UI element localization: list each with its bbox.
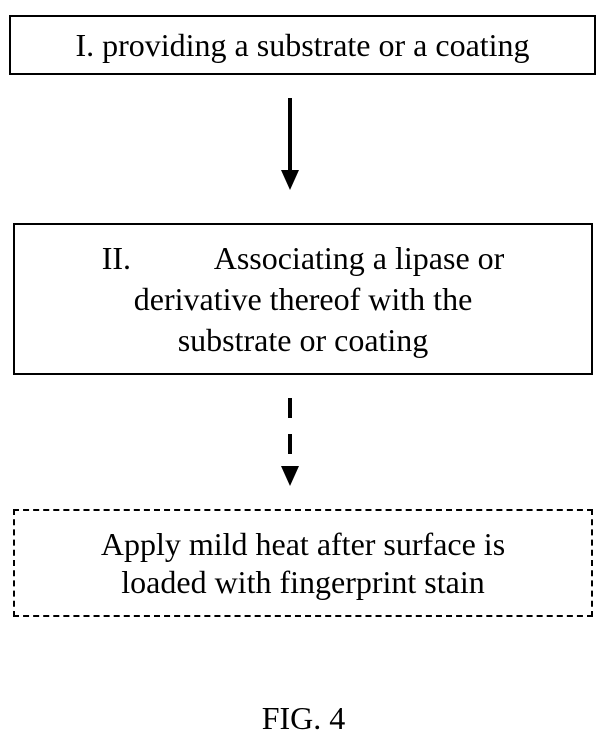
step-2-line-3: substrate or coating bbox=[178, 320, 429, 361]
step-2-line-1-text: Associating a lipase or bbox=[214, 240, 505, 276]
arrow-dashed bbox=[281, 398, 299, 486]
step-3-box: Apply mild heat after surface is loaded … bbox=[13, 509, 593, 617]
step-3-line-1: Apply mild heat after surface is bbox=[101, 525, 505, 563]
step-2-box: II.Associating a lipase or derivative th… bbox=[13, 223, 593, 375]
step-3-line-2: loaded with fingerprint stain bbox=[121, 563, 484, 601]
figure-label: FIG. 4 bbox=[0, 700, 607, 736]
step-2-number: II. bbox=[102, 238, 214, 279]
step-2-line-1: II.Associating a lipase or bbox=[102, 238, 505, 279]
arrow-solid bbox=[281, 98, 299, 190]
step-2-line-2: derivative thereof with the bbox=[134, 279, 473, 320]
